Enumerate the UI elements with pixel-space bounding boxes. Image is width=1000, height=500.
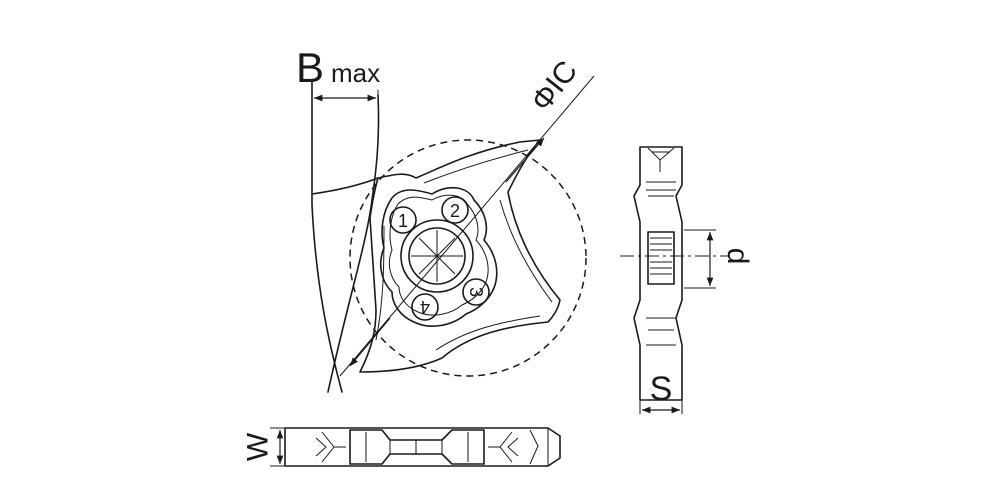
bottom-view: W: [242, 427, 561, 467]
workpiece-outer-profile: [311, 91, 343, 393]
corner-4-number: 4: [420, 297, 430, 317]
front-view: 1 2 3 4 ΦIC B max: [296, 44, 595, 393]
arm-edge-left: [375, 225, 385, 341]
bottom-view-segments: [365, 432, 469, 462]
side-view-hole-section: [647, 231, 675, 285]
bottom-view-right-tip: [488, 431, 519, 463]
corner-1-number: 1: [398, 211, 408, 231]
bmax-label-max: max: [331, 58, 380, 88]
insert-body-outline: [359, 139, 561, 373]
corner-3-number: 3: [466, 287, 486, 297]
side-view: p S: [620, 146, 751, 414]
arm-edge-top: [423, 149, 529, 184]
ic-arrow-upper: [505, 137, 545, 183]
central-boss-inner: [388, 194, 489, 316]
corner-1-badge: [389, 206, 417, 234]
side-view-lower-band: [646, 317, 676, 346]
corner-4-badge: [411, 293, 439, 321]
groove-bottom-line: [311, 177, 379, 195]
ic-arrow-lower: [349, 317, 391, 367]
side-view-hole-hatch: [650, 237, 672, 275]
ic-diameter-line: [339, 75, 595, 377]
bottom-view-center-body: [349, 429, 485, 465]
hole-center-marks: [411, 230, 463, 282]
mounting-hole-inner: [408, 227, 466, 285]
s-label: S: [650, 370, 673, 408]
corner-2-number: 2: [450, 201, 460, 221]
w-label: W: [242, 432, 275, 461]
central-boss-outer: [379, 187, 498, 327]
mounting-hole-outer: [400, 219, 474, 293]
arm-edge-bottom: [435, 315, 541, 351]
bottom-view-right-notch: [529, 428, 549, 466]
side-view-upper-band: [646, 181, 676, 197]
corner-2-badge: [441, 196, 469, 224]
bmax-label-b: B: [296, 44, 324, 91]
arm-edge-right: [499, 199, 553, 303]
corner-3-badge: [462, 278, 490, 306]
ic-label: ΦIC: [525, 55, 584, 118]
p-label: p: [718, 248, 751, 265]
bottom-view-left-tip: [315, 431, 346, 463]
side-view-top-tip: [647, 147, 675, 172]
inscribed-circle: [349, 139, 587, 377]
